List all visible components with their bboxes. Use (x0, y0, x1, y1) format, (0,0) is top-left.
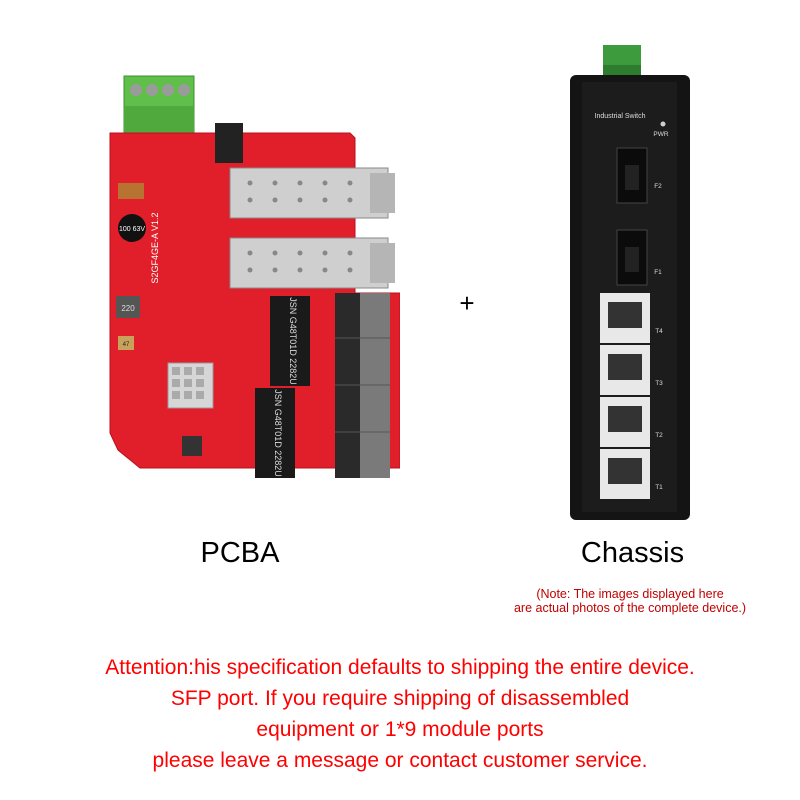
board-label: S2GF4GE-A V1.2 (150, 212, 160, 283)
copper-port-t4-label: T4 (655, 328, 663, 335)
pcba-inductor: 220 (116, 296, 140, 318)
attention-line-2: SFP port. If you require shipping of dis… (170, 687, 630, 710)
attention-line-3: equipment or 1*9 module ports (256, 718, 544, 741)
small-cap-label: 47 (123, 342, 130, 348)
plus-sign: + (459, 288, 475, 318)
chassis-photo: Industrial Switch PWR F2 F1 T4 T3 T2 T1 (570, 45, 690, 520)
pcba-chip-upper: JSN G48T01D 2282U (270, 296, 310, 386)
pcba-sfp-cage-bottom (229, 237, 395, 289)
photo-note: (Note: The images displayed here are act… (470, 587, 790, 615)
chassis-brand-label: Industrial Switch (595, 113, 646, 120)
attention-line-1: Attention:his specification defaults to … (105, 656, 695, 679)
fiber-port-f1: F1 (616, 229, 662, 286)
pcba-coil (118, 183, 144, 199)
copper-port-t3: T3 (600, 345, 663, 395)
chip-label-upper: JSN G48T01D 2282U (288, 297, 298, 385)
pcba-small-capacitor: 47 (118, 336, 134, 350)
pcba-sfp-cage-top (229, 167, 395, 219)
fiber-port-f2-label: F2 (654, 183, 662, 190)
inductor-label: 220 (121, 304, 135, 313)
pcba-dc-jack (215, 123, 243, 163)
power-label: PWR (653, 131, 668, 138)
fiber-port-f1-label: F1 (654, 269, 662, 276)
copper-port-t1: T1 (600, 449, 663, 499)
chip-label-lower: JSN G48T01D 2282U (273, 389, 283, 477)
copper-port-t2-label: T2 (655, 432, 663, 439)
pcba-board-photo: JSN G48T01D 2282U JSN G48T01D 2282U S2GF… (109, 75, 400, 478)
fiber-port-f2: F2 (616, 147, 662, 204)
photo-note-line-2: are actual photos of the complete device… (513, 601, 747, 615)
power-led (660, 121, 666, 127)
chassis-terminal (603, 45, 641, 77)
capacitor-label: 100 63V (119, 226, 145, 233)
copper-port-t2: T2 (600, 397, 663, 447)
pcba-ic (182, 436, 202, 456)
pcba-chip-lower: JSN G48T01D 2282U (255, 388, 295, 478)
pcba-terminal-block (123, 75, 195, 137)
chassis-caption: Chassis (580, 537, 685, 569)
pcba-caption: PCBA (200, 537, 280, 569)
copper-port-t1-label: T1 (655, 484, 663, 491)
attention-notice: Attention:his specification defaults to … (20, 652, 780, 776)
attention-line-4: please leave a message or contact custom… (152, 749, 648, 772)
pcba-heatsink (167, 362, 214, 409)
copper-port-t3-label: T3 (655, 380, 663, 387)
pcba-rj45-stack (335, 293, 390, 478)
photo-note-line-1: (Note: The images displayed here (536, 587, 724, 601)
copper-port-t4: T4 (600, 293, 663, 343)
pcba-capacitor: 100 63V (118, 214, 146, 242)
